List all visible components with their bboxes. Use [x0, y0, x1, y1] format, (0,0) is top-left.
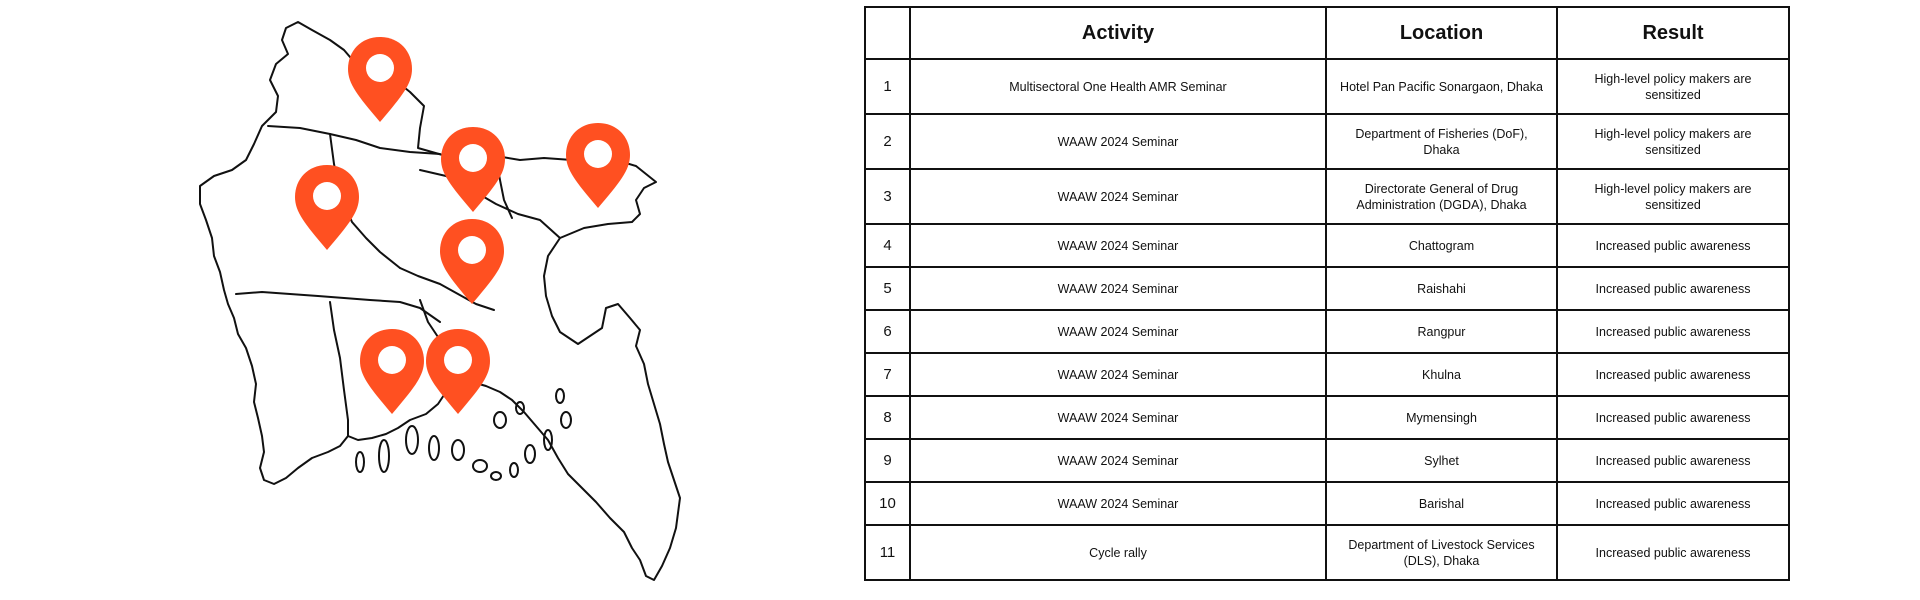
row-number: 4: [864, 223, 911, 268]
map-marker-icon[interactable]: [426, 329, 490, 414]
island: [515, 401, 525, 415]
result-cell: Increased public awareness: [1556, 481, 1790, 526]
table-row: 6 WAAW 2024 Seminar Rangpur Increased pu…: [864, 309, 1790, 354]
division-border: [235, 291, 441, 323]
location-cell: Hotel Pan Pacific Sonargaon, Dhaka: [1325, 58, 1558, 115]
map-marker-icon[interactable]: [360, 329, 424, 414]
location-cell: Sylhet: [1325, 438, 1558, 483]
row-number: 1: [864, 58, 911, 115]
division-border: [399, 267, 495, 311]
map-markers: [295, 37, 630, 414]
row-number: 9: [864, 438, 911, 483]
column-header-number: [864, 6, 911, 60]
column-header-activity: Activity: [909, 6, 1327, 60]
table-row: 3 WAAW 2024 Seminar Directorate General …: [864, 168, 1790, 225]
table-row: 1 Multisectoral One Health AMR Seminar H…: [864, 58, 1790, 115]
country-outline: [199, 21, 681, 581]
map-marker-icon[interactable]: [440, 219, 504, 304]
island: [355, 451, 365, 473]
island: [543, 429, 553, 451]
table-row: 2 WAAW 2024 Seminar Department of Fisher…: [864, 113, 1790, 170]
table-row: 8 WAAW 2024 Seminar Mymensingh Increased…: [864, 395, 1790, 440]
row-number: 8: [864, 395, 911, 440]
island: [472, 459, 488, 473]
table-row: 5 WAAW 2024 Seminar Raishahi Increased p…: [864, 266, 1790, 311]
activity-cell: WAAW 2024 Seminar: [909, 481, 1327, 526]
activity-cell: WAAW 2024 Seminar: [909, 309, 1327, 354]
result-cell: High-level policy makers are sensitized: [1556, 168, 1790, 225]
activity-table-panel: Activity Location Result 1 Multisectoral…: [864, 6, 1790, 581]
activity-table: Activity Location Result 1 Multisectoral…: [864, 6, 1790, 581]
table-row: 10 WAAW 2024 Seminar Barishal Increased …: [864, 481, 1790, 526]
activity-cell: WAAW 2024 Seminar: [909, 352, 1327, 397]
result-cell: High-level policy makers are sensitized: [1556, 113, 1790, 170]
table-row: 7 WAAW 2024 Seminar Khulna Increased pub…: [864, 352, 1790, 397]
row-number: 6: [864, 309, 911, 354]
activity-cell: WAAW 2024 Seminar: [909, 168, 1327, 225]
location-cell: Chattogram: [1325, 223, 1558, 268]
activity-cell: Cycle rally: [909, 524, 1327, 581]
island: [555, 388, 565, 404]
result-cell: Increased public awareness: [1556, 524, 1790, 581]
location-cell: Raishahi: [1325, 266, 1558, 311]
activity-cell: WAAW 2024 Seminar: [909, 395, 1327, 440]
table-row: 11 Cycle rally Department of Livestock S…: [864, 524, 1790, 581]
result-cell: Increased public awareness: [1556, 438, 1790, 483]
result-cell: Increased public awareness: [1556, 352, 1790, 397]
map-marker-icon[interactable]: [295, 165, 359, 250]
island: [524, 444, 536, 464]
table-header-row: Activity Location Result: [864, 6, 1790, 60]
location-cell: Khulna: [1325, 352, 1558, 397]
row-number: 7: [864, 352, 911, 397]
result-cell: Increased public awareness: [1556, 266, 1790, 311]
activity-cell: WAAW 2024 Seminar: [909, 438, 1327, 483]
location-cell: Department of Livestock Services (DLS), …: [1325, 524, 1558, 581]
result-cell: Increased public awareness: [1556, 309, 1790, 354]
row-number: 2: [864, 113, 911, 170]
activity-cell: Multisectoral One Health AMR Seminar: [909, 58, 1327, 115]
result-cell: Increased public awareness: [1556, 395, 1790, 440]
island: [509, 462, 519, 478]
island: [493, 411, 507, 429]
division-border: [329, 301, 349, 437]
island: [428, 435, 440, 461]
map-svg: [199, 21, 681, 581]
table-row: 9 WAAW 2024 Seminar Sylhet Increased pub…: [864, 438, 1790, 483]
result-cell: Increased public awareness: [1556, 223, 1790, 268]
row-number: 5: [864, 266, 911, 311]
row-number: 3: [864, 168, 911, 225]
table-row: 4 WAAW 2024 Seminar Chattogram Increased…: [864, 223, 1790, 268]
location-cell: Rangpur: [1325, 309, 1558, 354]
map-marker-icon[interactable]: [348, 37, 412, 122]
location-cell: Mymensingh: [1325, 395, 1558, 440]
map-marker-icon[interactable]: [566, 123, 630, 208]
column-header-result: Result: [1556, 6, 1790, 60]
division-border: [267, 125, 441, 155]
row-number: 11: [864, 524, 911, 581]
map-marker-icon[interactable]: [441, 127, 505, 212]
division-border: [329, 133, 401, 269]
column-header-location: Location: [1325, 6, 1558, 60]
location-cell: Barishal: [1325, 481, 1558, 526]
island: [490, 471, 502, 481]
island: [560, 411, 572, 429]
row-number: 10: [864, 481, 911, 526]
result-cell: High-level policy makers are sensitized: [1556, 58, 1790, 115]
activity-cell: WAAW 2024 Seminar: [909, 223, 1327, 268]
location-cell: Department of Fisheries (DoF), Dhaka: [1325, 113, 1558, 170]
island: [451, 439, 465, 461]
island: [405, 425, 419, 455]
bangladesh-map: [0, 0, 860, 600]
island: [378, 439, 390, 473]
activity-cell: WAAW 2024 Seminar: [909, 266, 1327, 311]
location-cell: Directorate General of Drug Administrati…: [1325, 168, 1558, 225]
activity-cell: WAAW 2024 Seminar: [909, 113, 1327, 170]
